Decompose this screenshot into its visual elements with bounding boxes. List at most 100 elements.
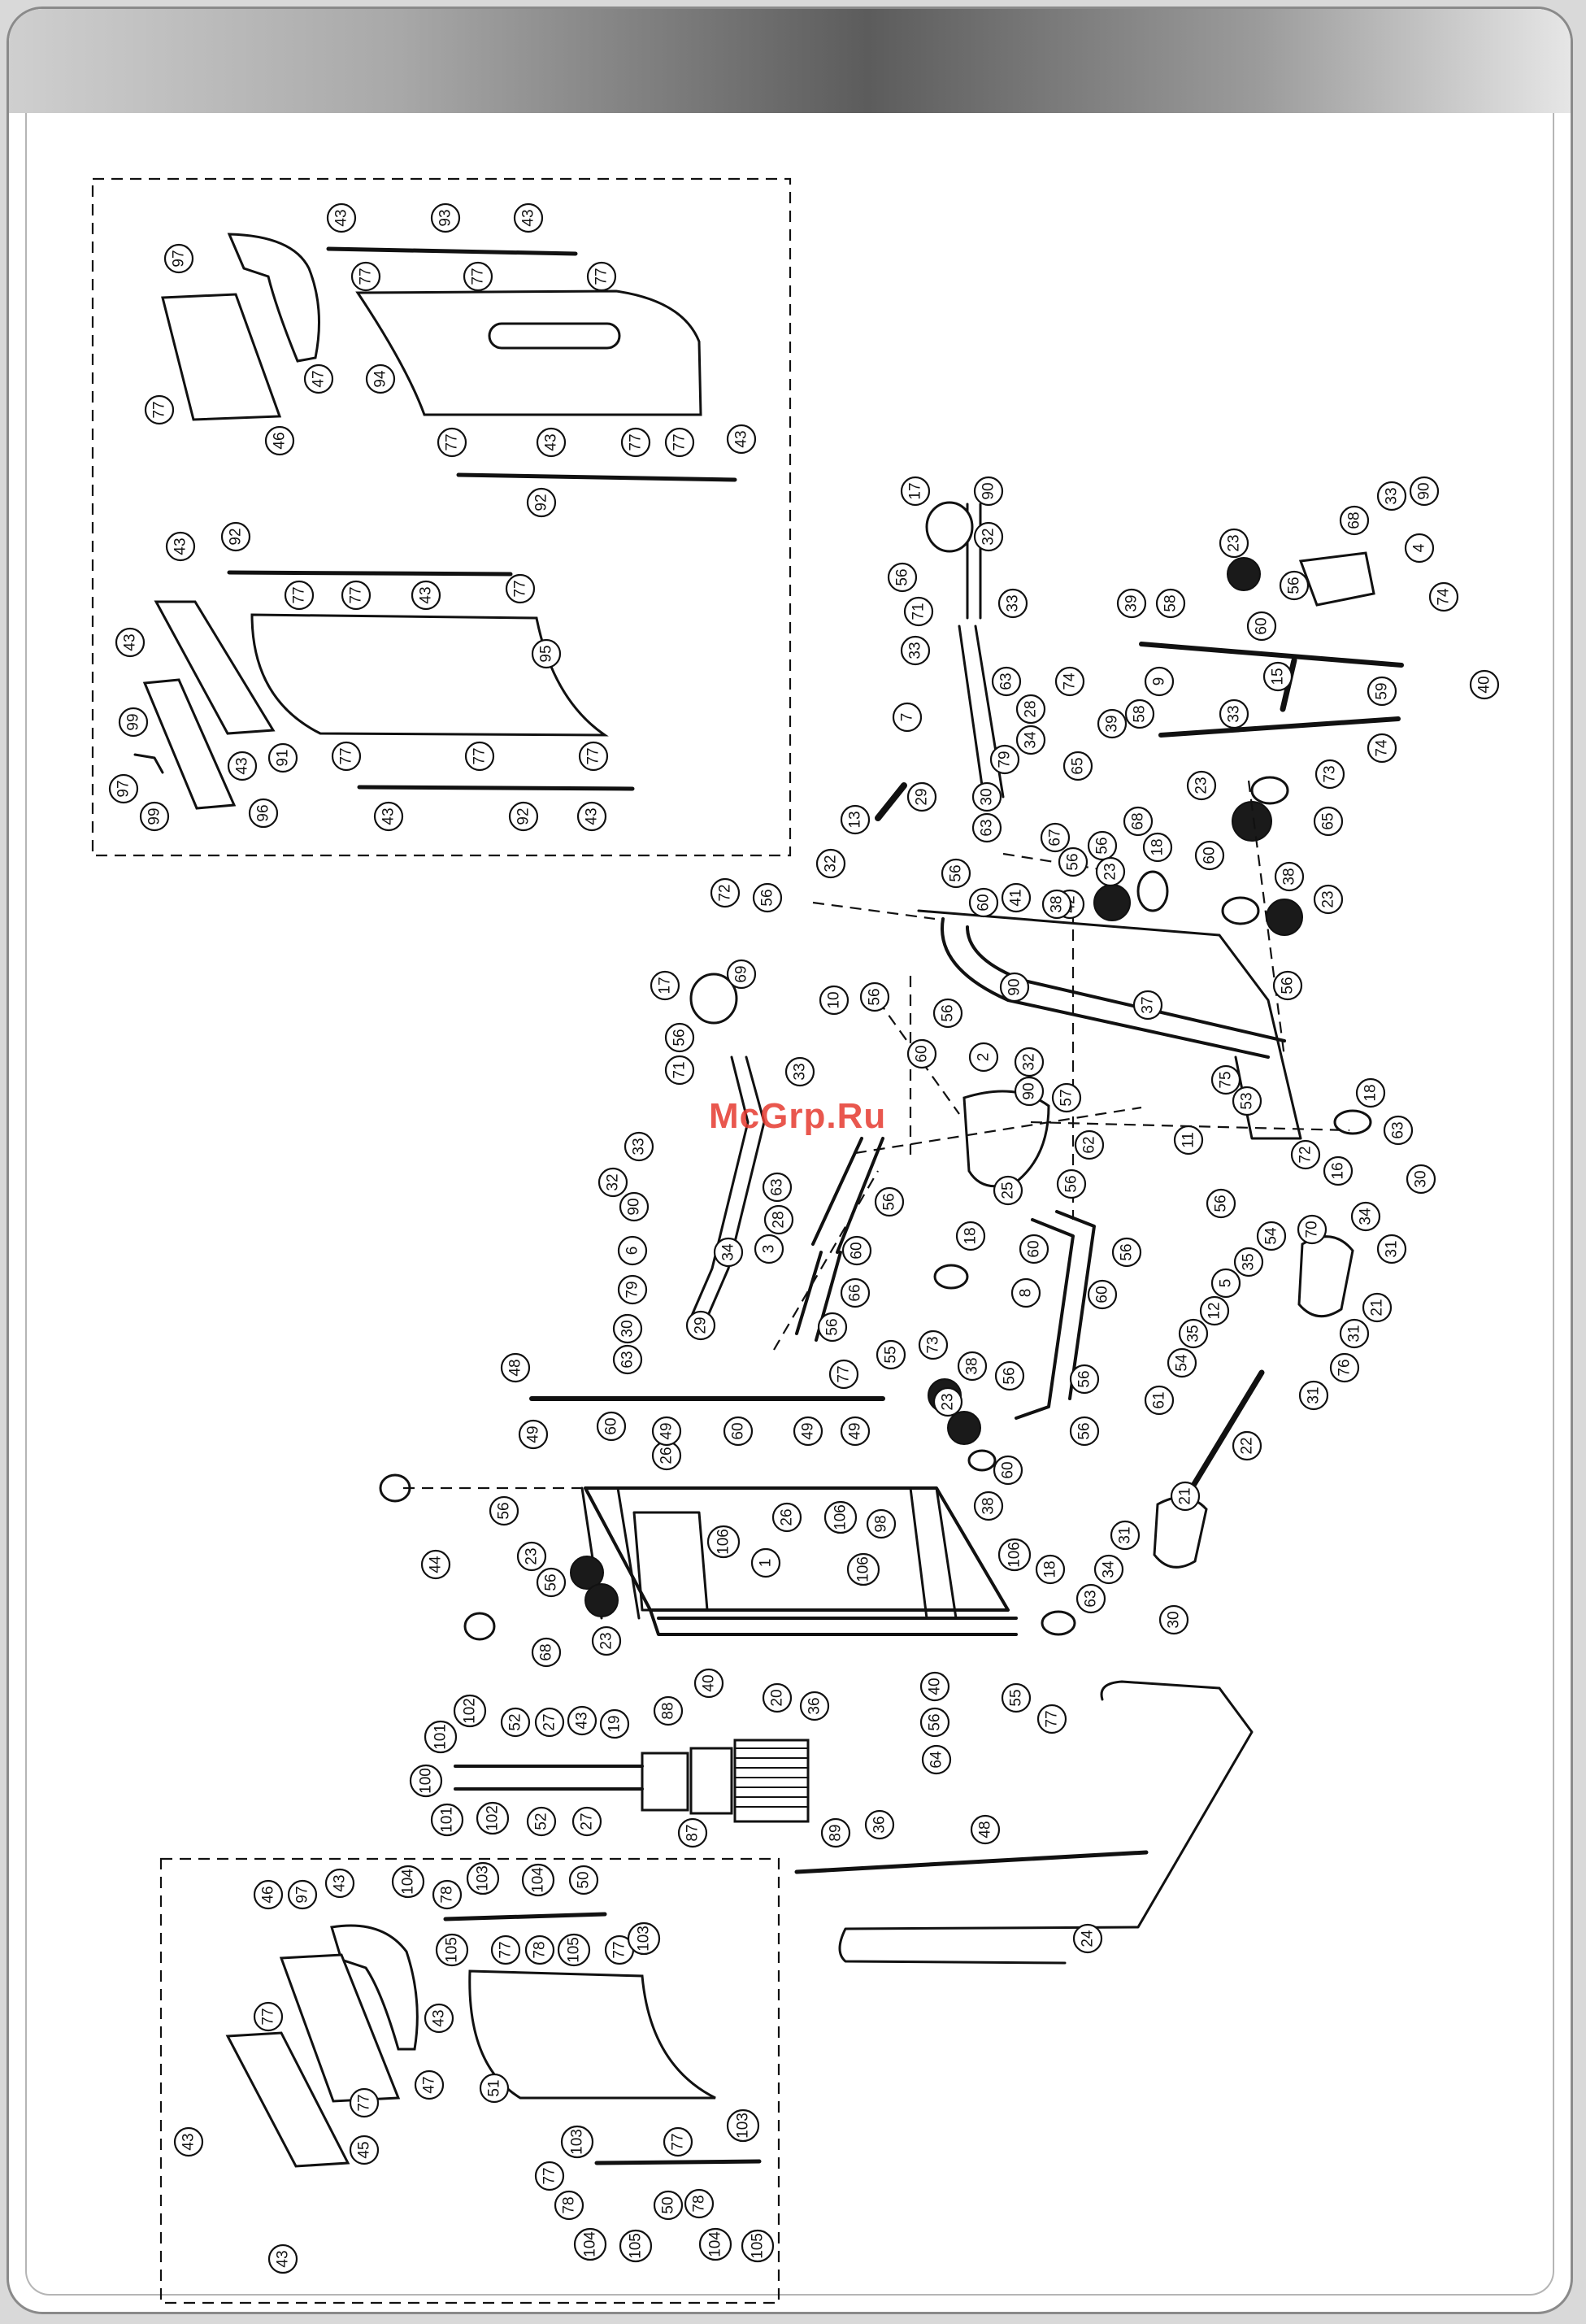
svg-text:63: 63	[998, 672, 1015, 690]
svg-text:97: 97	[171, 250, 188, 267]
callout-part-72: 72	[710, 877, 741, 908]
svg-text:4: 4	[1411, 543, 1428, 552]
callout-part-54: 54	[1167, 1347, 1197, 1378]
svg-text:63: 63	[769, 1178, 786, 1195]
svg-text:60: 60	[1201, 846, 1219, 864]
callout-part-53: 53	[1232, 1086, 1262, 1116]
svg-text:51: 51	[486, 2079, 503, 2096]
callout-part-18: 18	[1355, 1077, 1386, 1108]
part-frame-upper	[917, 909, 1302, 1140]
svg-text:56: 56	[1286, 577, 1303, 594]
callout-part-47: 47	[303, 363, 334, 394]
part-18-disc-g	[1041, 1610, 1076, 1636]
callout-part-77: 77	[284, 580, 315, 611]
callout-part-26: 26	[771, 1502, 802, 1533]
svg-text:40: 40	[1476, 676, 1493, 693]
svg-text:27: 27	[541, 1713, 558, 1730]
svg-text:23: 23	[1102, 863, 1119, 880]
svg-text:26: 26	[779, 1508, 796, 1525]
svg-text:77: 77	[291, 586, 308, 603]
svg-text:26: 26	[658, 1447, 676, 1464]
svg-text:105: 105	[750, 2233, 767, 2259]
callout-part-11: 11	[1173, 1125, 1204, 1155]
svg-text:61: 61	[1151, 1391, 1168, 1408]
callout-part-77: 77	[586, 261, 617, 292]
callout-part-74: 74	[1367, 733, 1397, 764]
callout-part-56: 56	[664, 1022, 695, 1053]
header-gradient-band	[9, 9, 1571, 113]
callout-part-71: 71	[903, 596, 934, 627]
svg-text:74: 74	[1436, 588, 1453, 606]
svg-text:105: 105	[566, 1937, 583, 1963]
svg-text:56: 56	[948, 864, 965, 881]
callout-part-94: 94	[365, 363, 396, 394]
callout-part-16: 16	[1323, 1155, 1354, 1186]
svg-text:64: 64	[928, 1751, 945, 1769]
callout-part-105: 105	[435, 1933, 469, 1967]
svg-text:101: 101	[432, 1724, 450, 1750]
svg-text:92: 92	[515, 807, 532, 825]
svg-text:43: 43	[418, 586, 435, 603]
callout-part-43: 43	[411, 580, 441, 611]
callout-part-77: 77	[664, 427, 695, 458]
svg-text:56: 56	[881, 1193, 898, 1210]
svg-text:55: 55	[1008, 1689, 1025, 1706]
svg-text:30: 30	[619, 1320, 637, 1337]
callout-part-77: 77	[490, 1934, 521, 1965]
svg-text:78: 78	[439, 1886, 456, 1903]
svg-text:13: 13	[847, 811, 864, 828]
callout-part-60: 60	[1194, 840, 1225, 871]
svg-text:58: 58	[1132, 705, 1149, 722]
svg-text:23: 23	[1193, 777, 1210, 794]
callout-part-77: 77	[341, 580, 372, 611]
callout-part-63: 63	[612, 1344, 643, 1375]
callout-part-63: 63	[1075, 1583, 1106, 1614]
svg-text:88: 88	[660, 1702, 677, 1719]
callout-part-78: 78	[684, 2188, 715, 2219]
callout-part-56: 56	[919, 1707, 950, 1738]
callout-part-88: 88	[653, 1695, 684, 1726]
svg-text:27: 27	[579, 1813, 596, 1830]
part-1-base-frame	[584, 1486, 1018, 1636]
svg-text:23: 23	[940, 1393, 957, 1410]
callout-part-43: 43	[567, 1705, 597, 1736]
svg-text:56: 56	[1119, 1243, 1136, 1260]
callout-part-8: 8	[1010, 1277, 1041, 1308]
callout-part-103: 103	[627, 1921, 661, 1956]
svg-text:38: 38	[1049, 895, 1066, 912]
callout-part-99: 99	[139, 801, 170, 832]
callout-part-43: 43	[173, 2126, 204, 2157]
callout-part-27: 27	[571, 1806, 602, 1837]
callout-part-38: 38	[1274, 861, 1305, 892]
callout-part-29: 29	[906, 781, 937, 812]
svg-text:77: 77	[541, 2167, 558, 2184]
svg-text:77: 77	[593, 268, 611, 285]
callout-part-39: 39	[1116, 588, 1147, 619]
callout-part-21: 21	[1170, 1481, 1201, 1512]
callout-part-28: 28	[763, 1204, 794, 1235]
callout-part-43: 43	[576, 801, 607, 832]
callout-part-56: 56	[752, 882, 783, 913]
callout-part-38: 38	[1041, 889, 1072, 920]
callout-part-64: 64	[921, 1744, 952, 1775]
callout-part-29: 29	[685, 1310, 716, 1341]
callout-part-9: 9	[1144, 666, 1175, 697]
svg-text:43: 43	[180, 2133, 198, 2150]
svg-text:49: 49	[800, 1422, 817, 1439]
svg-text:104: 104	[582, 2231, 599, 2257]
svg-text:43: 43	[431, 2009, 448, 2026]
svg-text:30: 30	[1413, 1170, 1430, 1187]
svg-text:71: 71	[671, 1061, 689, 1078]
callout-part-60: 60	[1246, 611, 1277, 642]
svg-text:68: 68	[538, 1643, 555, 1660]
part-guide-plate	[632, 1511, 709, 1612]
callout-part-75: 75	[1210, 1064, 1241, 1095]
callout-part-103: 103	[560, 2125, 594, 2159]
svg-text:56: 56	[1065, 853, 1082, 870]
callout-part-95: 95	[531, 638, 562, 669]
svg-text:23: 23	[1320, 890, 1337, 907]
svg-text:56: 56	[1094, 837, 1111, 854]
callout-part-35: 35	[1233, 1247, 1264, 1277]
svg-text:104: 104	[707, 2231, 724, 2257]
svg-text:56: 56	[759, 889, 776, 906]
